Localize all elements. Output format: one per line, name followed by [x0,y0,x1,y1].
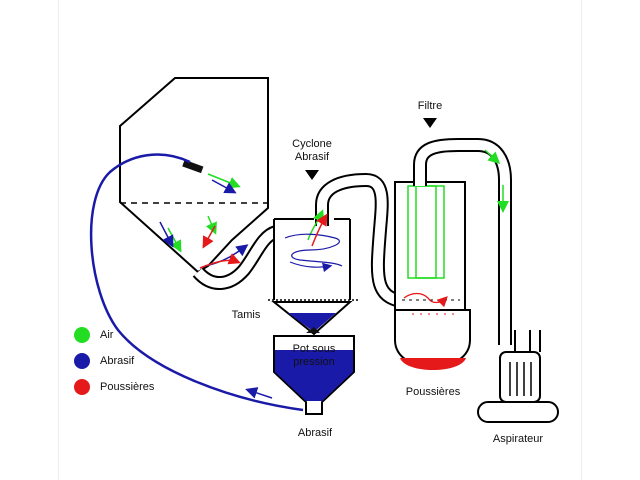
legend-label-air: Air [100,329,114,341]
abrasif-return-hose [89,153,304,412]
label-tamis: Tamis [232,309,261,321]
abrasif-arrow [245,387,273,399]
label-filtre: Filtre [418,100,442,112]
poussieres-dot-icon [74,379,90,395]
duct-filter-to-vacuum [413,138,512,345]
left-frame-line [58,0,59,480]
duct-cyclone-to-filter [315,172,411,309]
cyclone-pointer-icon [305,170,319,180]
filtre-housing [394,181,471,370]
abrasif-dot-icon [74,353,90,369]
label-cyclone-line2: Abrasif [295,151,330,163]
blast-cabinet [119,77,269,274]
label-pot-line2: pression [293,356,335,368]
label-pot-line1: Pot sous [293,343,336,355]
poussieres-fill [400,358,466,370]
right-frame-line [581,0,582,480]
legend-label-poussieres: Poussières [100,381,155,393]
label-abrasif: Abrasif [298,427,333,439]
pot-valve [306,327,320,333]
legend-item-air: Air [74,322,154,348]
filtre-pointer-icon [423,118,437,128]
pressure-pot [273,335,355,415]
label-aspirateur: Aspirateur [493,433,543,445]
blast-nozzle [182,159,204,174]
cyclone-abrasif [268,218,362,336]
legend-item-poussieres: Poussières [74,374,154,400]
air-dot-icon [74,327,90,343]
legend-item-abrasif: Abrasif [74,348,154,374]
legend: Air Abrasif Poussières [74,322,154,400]
poussieres-flow-arrows [199,213,456,315]
label-poussieres: Poussières [406,386,461,398]
abrasif-fill-cyclone [288,313,336,332]
label-cyclone-line1: Cyclone [292,138,332,150]
legend-label-abrasif: Abrasif [100,355,135,367]
abrasif-fill-pot [275,350,353,401]
aspirateur [477,330,559,423]
duct-cabinet-to-cyclone [192,225,279,290]
